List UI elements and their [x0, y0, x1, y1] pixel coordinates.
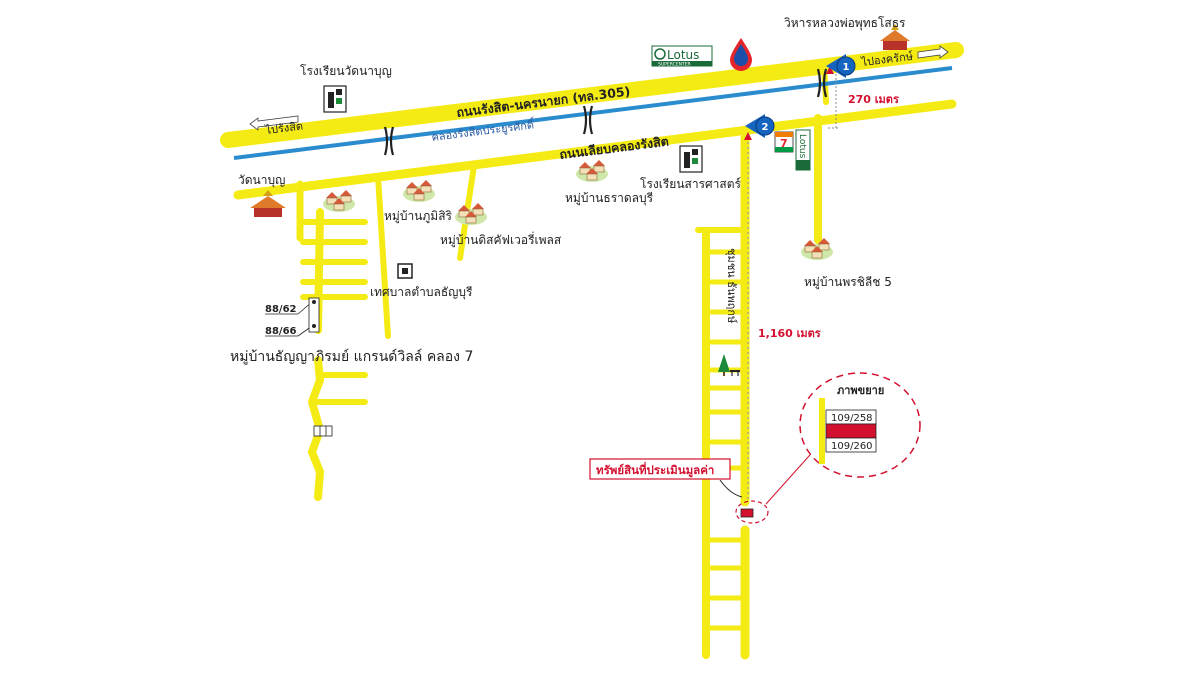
distance-1160: 1,160 เมตร — [758, 327, 821, 340]
canal-line — [233, 66, 953, 160]
lot-109-260: 109/260 — [831, 441, 873, 452]
community-label: ชุมชน ธันพฤกษ์ — [725, 248, 738, 324]
plot-88-66: 88/66 — [265, 326, 297, 337]
zoom-title: ภาพขยาย — [837, 384, 884, 397]
bridge-icon — [582, 104, 594, 136]
to-rangsit-sign: ไปรังสิต — [249, 115, 304, 137]
village-houses-icon — [455, 203, 487, 225]
village-discovery-label: หมู่บ้านดิสคัฟเวอรี่เพลส — [440, 231, 562, 248]
property-highlight-circle — [735, 500, 769, 524]
lotus-store-icon: Lotus — [795, 129, 811, 171]
svg-text:SUPERCENTER: SUPERCENTER — [658, 62, 691, 68]
marker-2: 2 — [745, 114, 775, 138]
thai-temple-icon — [250, 190, 286, 217]
to-ongkharak-sign: ไปองครักษ์ — [860, 45, 949, 69]
municipal-office-icon — [397, 263, 413, 279]
tree-park-icon — [718, 354, 740, 376]
village-houses-icon — [403, 180, 435, 202]
village-houses-icon — [323, 190, 355, 212]
svg-text:2: 2 — [762, 122, 769, 133]
school-building-icon — [679, 145, 703, 173]
property-callout: ทรัพย์สินที่ประเมินมูลค่า — [589, 458, 743, 498]
svg-text:Lotus: Lotus — [667, 48, 699, 62]
village-phumsiri-label: หมู่บ้านภูมิสิริ — [384, 209, 453, 224]
thai-temple-icon — [880, 24, 910, 50]
village-pornsiri-label: หมู่บ้านพรชิลีช 5 — [804, 275, 892, 290]
svg-text:Lotus: Lotus — [797, 134, 807, 159]
gas-station-drop-icon — [730, 38, 752, 71]
seven-eleven-icon: 7 — [774, 131, 794, 153]
main-road-label: ถนนรังสิต-นครนายก (ทล.305) — [456, 83, 632, 120]
municipality-label: เทศบาลตำบลธัญบุรี — [370, 285, 473, 300]
temple-top-label: วิหารหลวงพ่อพุทธโสธร — [784, 16, 906, 31]
distance-270: 270 เมตร — [848, 93, 899, 106]
school-building-icon — [323, 85, 347, 113]
bridge-icon — [383, 125, 395, 157]
svg-text:7: 7 — [780, 137, 788, 150]
plot-88-62: 88/62 — [265, 304, 297, 315]
property-label: ทรัพย์สินที่ประเมินมูลค่า — [596, 461, 714, 478]
property-marker — [740, 508, 754, 518]
zoom-inset: ภาพขยาย 109/258 109/260 — [799, 372, 921, 478]
svg-text:ไปรังสิต: ไปรังสิต — [264, 119, 304, 137]
village-thanya-label: หมู่บ้านธัญญาภิรมย์ แกรนด์วิลล์ คลอง 7 — [230, 348, 473, 365]
village-houses-icon — [576, 160, 608, 182]
svg-text:ไปองครักษ์: ไปองครักษ์ — [860, 50, 914, 69]
village-tharadol-label: หมู่บ้านธราดลบุรี — [565, 191, 654, 206]
service-road-label: ถนนเลียบคลองรังสิต — [559, 133, 670, 161]
temple-left-label: วัดนาบุญ — [238, 173, 285, 188]
service-road — [233, 99, 957, 200]
svg-text:1: 1 — [843, 62, 850, 73]
school-right-label: โรงเรียนสารศาสตร์ — [640, 177, 742, 191]
school-left-label: โรงเรียนวัดนาบุญ — [300, 64, 392, 79]
marker-1: 1 — [826, 54, 856, 78]
lot-109-258: 109/258 — [831, 413, 873, 424]
lotus-logo: Lotus SUPERCENTER — [651, 45, 713, 68]
